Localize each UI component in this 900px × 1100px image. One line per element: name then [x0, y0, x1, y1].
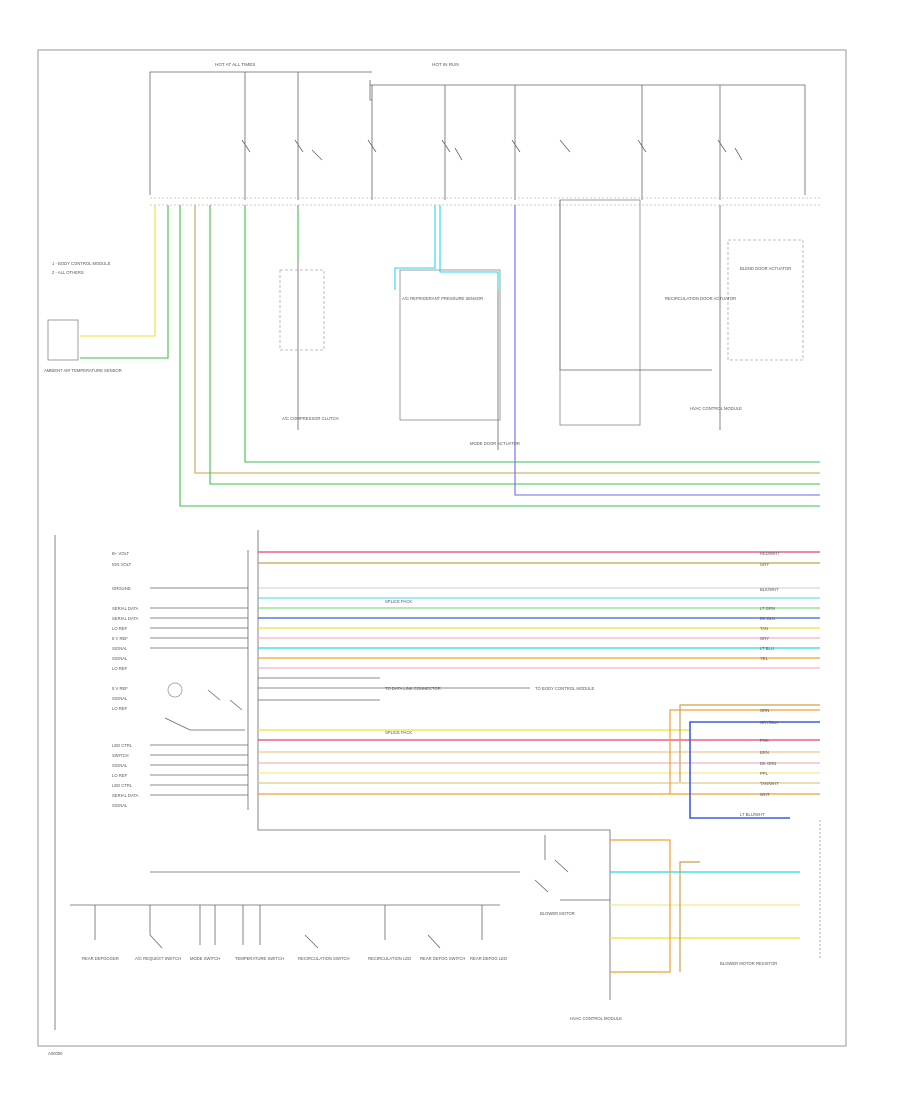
wire-orange-bottom	[610, 839, 671, 973]
component-recirc-switch: RECIRCULATION SWITCH	[298, 956, 350, 961]
pin-label-17: 5 V REF	[112, 686, 128, 691]
wire-yellow	[80, 205, 156, 337]
wire-green-d	[179, 205, 820, 507]
legend-note-2: 2 - ALL OTHERS	[52, 270, 84, 275]
wire-cyan-b	[439, 205, 499, 290]
pin-label-3: SERIAL DATA	[112, 606, 139, 611]
component-defog-led: REAR DEFOG LED	[470, 956, 507, 961]
component-rear-defogger: REAR DEFOGGER	[82, 956, 119, 961]
wire-color-14: WHT	[760, 792, 770, 797]
wire-tan-bottom	[679, 861, 700, 972]
wire-green-b	[244, 205, 820, 463]
wire-color-2: BLK/WHT	[760, 587, 779, 592]
label-hvac-module-bottom: HVAC CONTROL MODULE	[570, 1016, 622, 1021]
label-blower-resistor: BLOWER MOTOR RESISTOR	[720, 961, 777, 966]
pin-label-0: B+ VOLT	[112, 551, 129, 556]
bottom-colored-wires	[610, 839, 800, 973]
wire-color-11: DK GRN	[760, 761, 776, 766]
wire-color-3: LT GRN	[760, 606, 775, 611]
wire-tan	[194, 205, 820, 474]
component-defog-switch: REAR DEFOG SWITCH	[420, 956, 465, 961]
pin-label-12: SIGNAL	[112, 763, 128, 768]
wire-color-6: GRY	[760, 636, 769, 641]
wire-color-13: TAN/WHT	[760, 781, 779, 786]
diagram-border	[37, 49, 847, 1047]
note-splice-pack-2: SPLICE PACK	[385, 730, 412, 735]
wire-color-16: LT BLU/WHT	[740, 812, 765, 817]
note-bcm: TO BODY CONTROL MODULE	[535, 686, 594, 691]
pin-label-11: SWITCH	[112, 753, 129, 758]
wire-blue	[514, 205, 820, 496]
wire-color-17: GRY/BLK	[760, 720, 778, 725]
component-temp-switch: TEMPERATURE SWITCH	[235, 956, 284, 961]
bottom-section	[70, 820, 821, 960]
component-ambient-sensor: AMBIENT AIR TEMPERATURE SENSOR	[44, 368, 122, 373]
pin-label-18: SIGNAL	[112, 696, 128, 701]
component-ac-request: A/C REQUEST SWITCH	[135, 956, 181, 961]
component-refrigerant-sensor: A/C REFRIGERANT PRESSURE SENSOR	[402, 296, 483, 301]
label-blower-motor: BLOWER MOTOR	[540, 911, 575, 916]
middle-colored-wires	[258, 551, 820, 819]
note-dlc: TO DATA LINK CONNECTOR	[385, 686, 441, 691]
wire-color-12: PPL	[760, 771, 769, 776]
legend-note-1: 1 - BODY CONTROL MODULE	[52, 261, 111, 266]
component-recirc-door: RECIRCULATION DOOR ACTUATOR	[665, 296, 736, 301]
wire-color-9: PNK	[760, 738, 769, 743]
wire-orange-riser	[669, 709, 820, 794]
wire-color-8: YEL	[760, 656, 769, 661]
pin-label-14: LED CTRL	[112, 783, 133, 788]
wire-blue-loop	[689, 721, 820, 819]
pin-label-1: IGN VOLT	[112, 562, 132, 567]
note-splice-pack: SPLICE PACK	[385, 599, 412, 604]
wire-tan-riser	[679, 704, 820, 782]
label-module: HVAC CONTROL MODULE	[690, 406, 742, 411]
wire-color-4: DK BLU	[760, 616, 775, 621]
pin-label-7: SIGNAL	[112, 646, 128, 651]
label-hot-all-times: HOT AT ALL TIMES	[215, 62, 255, 67]
pin-label-6: 5 V REF	[112, 636, 128, 641]
pin-label-10: LED CTRL	[112, 743, 133, 748]
pin-label-15: SERIAL DATA	[112, 793, 139, 798]
wire-color-5: TAN	[760, 626, 768, 631]
component-mode-door: MODE DOOR ACTUATOR	[470, 441, 520, 446]
component-recirc-led: RECIRCULATION LED	[368, 956, 411, 961]
pin-label-13: LO REF	[112, 773, 128, 778]
wire-color-0: RED/WHT	[760, 551, 780, 556]
top-colored-wires	[80, 205, 820, 507]
wire-green-a	[80, 205, 169, 359]
pin-label-19: LO REF	[112, 706, 128, 711]
component-ac-clutch: A/C COMPRESSOR CLUTCH	[282, 416, 339, 421]
component-blend-door: BLEND DOOR ACTUATOR	[740, 266, 791, 271]
middle-labels: B+ VOLT IGN VOLT GROUND SERIAL DATA SERI…	[112, 551, 780, 817]
wire-color-10: BRN	[760, 750, 769, 755]
top-labels: HOT AT ALL TIMES HOT IN RUN 1 - BODY CON…	[44, 62, 791, 446]
border-label: A00000	[48, 1051, 63, 1056]
wire-cyan	[394, 205, 436, 290]
pin-label-4: SERIAL DATA	[112, 616, 139, 621]
pin-label-8: SIGNAL	[112, 656, 128, 661]
pin-label-5: LO REF	[112, 626, 128, 631]
bottom-labels: REAR DEFOGGER A/C REQUEST SWITCH MODE SW…	[48, 911, 777, 1056]
wire-color-15: ORN	[760, 708, 769, 713]
middle-section	[54, 530, 820, 1030]
component-mode-switch: MODE SWITCH	[190, 956, 220, 961]
pin-label-9: LO REF	[112, 666, 128, 671]
wire-green-c	[209, 205, 820, 485]
pin-label-2: GROUND	[112, 586, 131, 591]
wire-color-1: GRY	[760, 562, 769, 567]
label-hot-in-run: HOT IN RUN	[432, 62, 459, 67]
pin-label-16: SIGNAL	[112, 803, 128, 808]
wire-color-7: LT BLU	[760, 646, 774, 651]
